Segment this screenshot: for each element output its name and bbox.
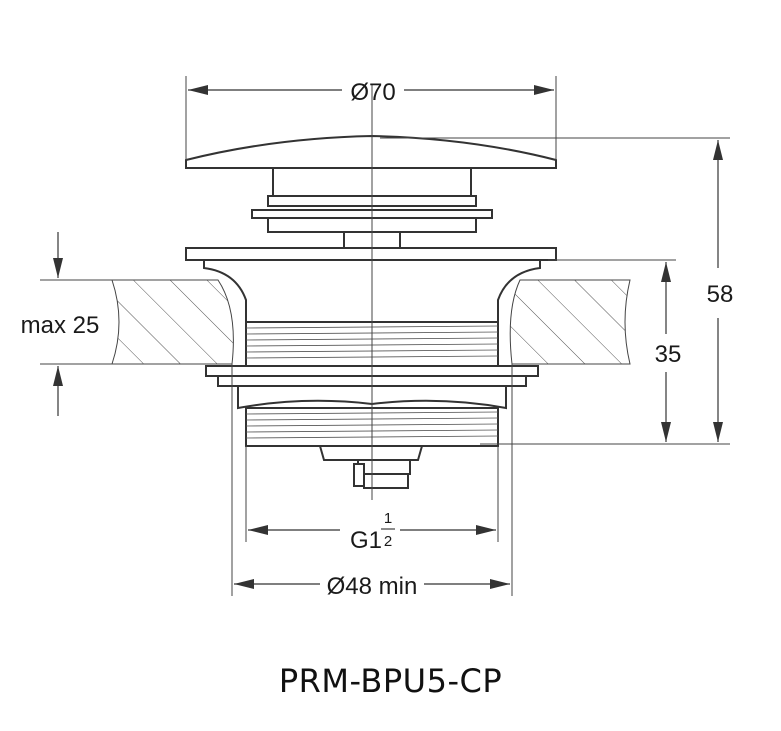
drain-cap [185,134,557,169]
dimension-max-thickness: max 25 [21,232,100,416]
thread-size-label: G1 [350,527,382,554]
max-thickness-label: max 25 [21,312,100,339]
dimension-total-height: 58 [707,140,734,442]
dimension-cap-diameter: Ø70 [188,79,554,106]
dimension-hole-diameter: Ø48 min [234,573,510,600]
bottom-spigot [318,445,424,489]
extension-lines [40,76,730,596]
total-height-label: 58 [707,281,734,308]
hole-diameter-label: Ø48 min [327,573,418,600]
thread-fraction-denominator: 2 [384,533,392,550]
body-height-label: 35 [655,341,682,368]
countertop-right [509,279,631,365]
dimension-body-height: 35 [655,262,682,442]
cap-diameter-label: Ø70 [350,79,395,106]
dimension-thread-size: G1 1 2 [248,510,496,554]
countertop-left [111,279,234,365]
drain-flange [185,247,557,323]
thread-fraction-numerator: 1 [384,510,392,527]
model-code: PRM-BPU5-CP [278,662,503,700]
